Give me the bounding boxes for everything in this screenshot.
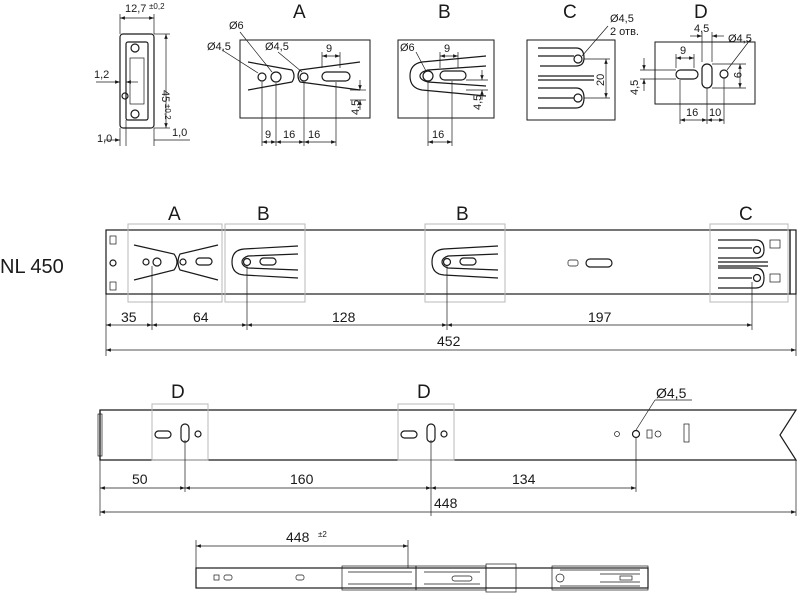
profile-thickness-left: 1,2 — [94, 69, 109, 81]
assembled-tol: ±2 — [318, 530, 327, 539]
detail-a-oblong — [321, 71, 351, 82]
profile-height-tol: ±0,2 — [163, 104, 172, 120]
detail-c-hole-1: Ø4,5 — [610, 13, 634, 25]
detail-a: A Ø4,5 Ø6 Ø4,5 9 4,5 9 16 16 — [207, 2, 371, 146]
assembled-rail — [195, 567, 649, 589]
detail-d-dim-9-right: 9 — [731, 72, 743, 78]
detail-b-dim-9: 9 — [444, 43, 450, 55]
detail-d-label: D — [694, 2, 708, 23]
detail-c-hole-top — [573, 54, 583, 64]
drawer-member: NL 450 A B B C — [0, 204, 797, 356]
detail-c-top-loop — [538, 47, 585, 67]
cabinet-label-d2: D — [417, 382, 431, 403]
drawer-label-b1: B — [257, 204, 270, 225]
drawer-dim-128: 128 — [332, 309, 356, 325]
detail-c: C Ø4,5 2 отв. 20 — [526, 2, 639, 121]
cabinet-member: D D Ø4,5 50 160 134 448 — [97, 382, 798, 516]
drawer-dim-197: 197 — [588, 309, 612, 325]
detail-a-hole-small — [257, 72, 267, 82]
drawer-rail — [105, 229, 791, 295]
profile-core — [129, 57, 145, 105]
profile-width-tol: ±0,2 — [149, 2, 165, 11]
detail-a-hole-3: Ø4,5 — [265, 41, 289, 53]
ball-bottom — [130, 109, 140, 119]
cabinet-dim-160: 160 — [290, 471, 314, 487]
drawer-dim-total: 452 — [437, 333, 461, 349]
detail-d-oblong — [675, 69, 699, 80]
drawer-label-b2: B — [456, 204, 469, 225]
detail-d-hole-1: Ø4,5 — [728, 33, 752, 45]
drawer-label-c: C — [739, 204, 753, 225]
detail-d-dim-45-left: 4,5 — [629, 80, 641, 95]
drawer-rail-end — [789, 229, 797, 295]
detail-b-plate — [397, 39, 495, 119]
detail-a-left-slot — [247, 61, 295, 91]
detail-a-hole-right — [299, 72, 309, 82]
cabinet-label-d1: D — [171, 382, 185, 403]
drawer-dim-35: 35 — [121, 309, 137, 325]
drawer-zone-b1 — [224, 223, 306, 303]
detail-b-dim-45: 4,5 — [472, 95, 484, 110]
detail-a-dim-16-b: 16 — [308, 129, 320, 141]
detail-a-hole-big — [270, 71, 282, 83]
ball-left — [121, 92, 129, 100]
drawer-zone-c — [709, 223, 789, 303]
profile-inner — [125, 41, 149, 121]
cabinet-dim-50: 50 — [132, 471, 148, 487]
drawer-label-a: A — [168, 204, 181, 225]
detail-d: D 4,5 9 Ø4,5 4,5 9 16 — [629, 2, 756, 124]
cabinet-zone-d2 — [397, 403, 455, 461]
ball-top — [130, 43, 140, 53]
cabinet-rail — [99, 409, 798, 461]
profile-offset-bottom: 1,0 — [172, 127, 187, 139]
drawer-zone-b2 — [424, 223, 506, 303]
detail-b-inner-slot — [419, 65, 487, 87]
profile-outer — [119, 33, 155, 129]
detail-d-dim-9-top: 9 — [680, 45, 686, 57]
detail-c-label: C — [563, 2, 577, 23]
detail-d-dim-16: 16 — [686, 107, 698, 119]
detail-c-bars — [538, 55, 594, 99]
detail-d-dim-45-top: 4,5 — [694, 23, 709, 35]
cabinet-dim-total: 448 — [434, 495, 458, 511]
assembled-length: 448 — [286, 529, 310, 545]
detail-a-hole-2: Ø6 — [229, 20, 244, 32]
detail-a-hole-1: Ø4,5 — [207, 41, 231, 53]
detail-b-outer-slot — [409, 55, 487, 97]
cabinet-hole: Ø4,5 — [656, 385, 687, 401]
drawer-zone-a — [127, 223, 223, 303]
detail-d-dim-10: 10 — [709, 107, 721, 119]
detail-a-dim-16-a: 16 — [283, 129, 295, 141]
detail-b: B Ø6 9 4,5 16 — [397, 2, 495, 146]
detail-a-right-slot — [297, 61, 361, 91]
cabinet-zone-d1 — [151, 403, 209, 461]
detail-b-oblong — [439, 70, 467, 81]
model-label: NL 450 — [0, 256, 64, 278]
detail-b-hole-1: Ø6 — [400, 42, 415, 54]
profile-width-value: 12,7 — [125, 3, 146, 15]
drawer-dim-64: 64 — [193, 309, 209, 325]
profile-section: 12,7 ±0,2 45 ±0,2 1,2 1,0 1,0 — [94, 2, 190, 146]
cabinet-dim-134: 134 — [512, 471, 536, 487]
detail-a-dim-9-bottom: 9 — [265, 129, 271, 141]
detail-c-dim-20: 20 — [595, 74, 607, 86]
profile-height-value: 45 — [159, 90, 171, 102]
detail-a-dim-45: 4,5 — [350, 100, 362, 115]
detail-b-dim-16: 16 — [432, 129, 444, 141]
detail-a-dim-9-top: 9 — [326, 43, 332, 55]
detail-c-hole-2: 2 отв. — [610, 26, 639, 38]
detail-a-label: A — [293, 2, 306, 23]
assembled-slide: 448 ±2 — [195, 529, 649, 593]
detail-b-label: B — [438, 2, 451, 23]
detail-c-hole-bottom — [573, 93, 583, 103]
profile-thickness-bottom: 1,0 — [97, 133, 112, 145]
